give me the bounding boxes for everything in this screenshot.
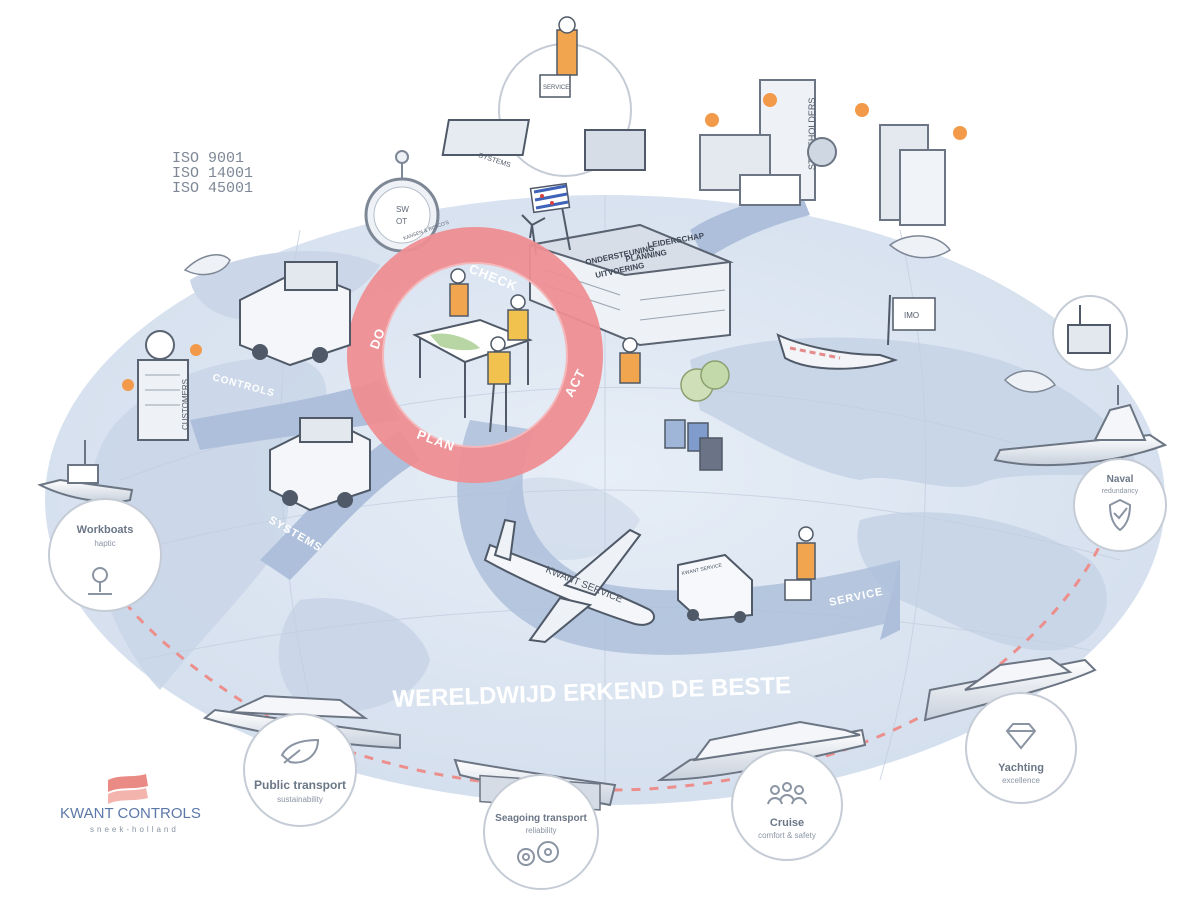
- market-sub: reliability: [525, 826, 556, 835]
- safety-worker: [619, 337, 641, 384]
- market-naval[interactable]: Naval redundancy: [1073, 458, 1167, 552]
- kwant-controls-logo: KWANT CONTROLS sneek-holland: [60, 774, 201, 834]
- market-title: Seagoing transport: [495, 813, 587, 824]
- leaf-icon: [280, 738, 320, 764]
- person-figure: [449, 268, 529, 433]
- market-title: Public transport: [254, 778, 346, 792]
- market-yachting[interactable]: Yachting excellence: [965, 692, 1077, 804]
- service-van: KWANT SERVICE: [677, 553, 753, 623]
- imo-label: IMO: [904, 311, 919, 320]
- logo-tagline: sneek-holland: [90, 825, 179, 834]
- market-title: Cruise: [770, 817, 804, 829]
- market-sub: haptic: [94, 539, 115, 548]
- naval-vessel: [993, 385, 1168, 466]
- wave-decorations: [183, 235, 1057, 393]
- stakeholders-group: STAKEHOLDERS: [699, 79, 967, 226]
- iso-14001: ISO 14001: [172, 165, 253, 182]
- systems-showcase: SYSTEMS SERVICE: [441, 16, 646, 177]
- truck-controls: [239, 261, 351, 367]
- customers-label: CUSTOMERS: [181, 379, 190, 430]
- market-sub: sustainability: [277, 795, 323, 804]
- truck-systems: [269, 417, 371, 512]
- market-route-dashed: [82, 469, 1122, 792]
- compass-sw: SW: [396, 205, 409, 214]
- imo-rescue-boat: IMO: [776, 294, 936, 370]
- market-public-transport[interactable]: Public transport sustainability: [243, 713, 357, 827]
- trees-and-recycling: [664, 360, 730, 471]
- market-title: Naval: [1107, 474, 1134, 485]
- shield-check-icon: [1108, 498, 1132, 532]
- pdca-do: DO: [367, 326, 388, 351]
- logo-name: KWANT CONTROLS: [60, 805, 201, 822]
- compass-ot: OT: [396, 217, 407, 226]
- market-title: Yachting: [998, 762, 1044, 774]
- joystick-icon: [88, 567, 112, 595]
- market-workboats[interactable]: Workboats haptic: [48, 498, 162, 612]
- gears-icon: [517, 841, 559, 866]
- market-sub: redundancy: [1102, 488, 1139, 495]
- diamond-icon: [1005, 723, 1037, 750]
- frisian-flag-icon: [529, 182, 571, 214]
- customers-building: CUSTOMERS: [122, 330, 202, 441]
- iso-standards: ISO 9001 ISO 14001 ISO 45001: [172, 150, 253, 197]
- yacht-vessel: [923, 656, 1097, 722]
- throttle-control-circle: [1052, 295, 1128, 371]
- service-case-label: SERVICE: [543, 85, 569, 91]
- iso-9001: ISO 9001: [172, 150, 244, 167]
- service-technician: [784, 526, 816, 601]
- market-cruise[interactable]: Cruise comfort & safety: [731, 749, 843, 861]
- market-seagoing-transport[interactable]: Seagoing transport reliability: [483, 774, 599, 890]
- iso-45001: ISO 45001: [172, 180, 253, 197]
- people-icon: [767, 782, 807, 805]
- market-title: Workboats: [77, 524, 134, 536]
- market-sub: excellence: [1002, 776, 1040, 785]
- airplane-kwant-service: KWANT SERVICE: [483, 518, 655, 644]
- market-sub: comfort & safety: [758, 831, 816, 840]
- stakeholders-label: STAKEHOLDERS: [807, 98, 817, 170]
